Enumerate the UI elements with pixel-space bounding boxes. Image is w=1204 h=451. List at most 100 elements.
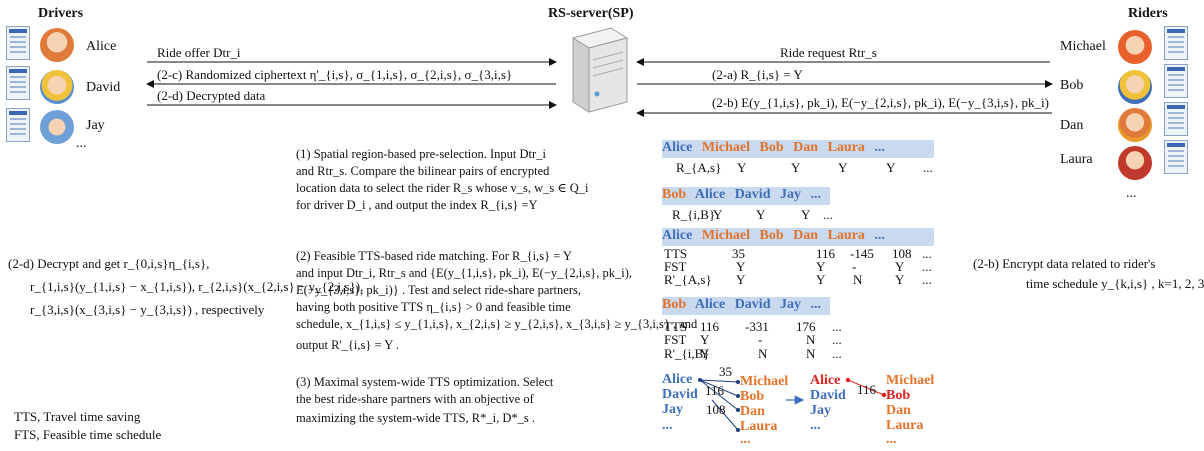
table4-fts-label: FST bbox=[664, 332, 687, 347]
table1-header: Alice Michael Bob Dan Laura ... bbox=[662, 140, 934, 158]
table1-header-cell: ... bbox=[874, 140, 885, 155]
step2-line2: and input Dtr_i, Rtr_s and {E(y_{1,i,s},… bbox=[296, 266, 632, 280]
table3-tts-cell: 108 bbox=[892, 246, 912, 261]
match-left-driver: ... bbox=[662, 418, 673, 433]
table3-r-cell: N bbox=[853, 272, 863, 287]
table4-r-cell: Y bbox=[700, 346, 710, 361]
table1-cell: Y bbox=[737, 160, 747, 175]
rider-avatar-icon bbox=[1118, 70, 1152, 104]
table3-tts-cell: -145 bbox=[850, 246, 874, 261]
table3-header-cell: Michael bbox=[701, 228, 751, 243]
match-edge-alice-bob bbox=[699, 379, 739, 397]
table3-header-cell: Alice bbox=[662, 228, 693, 243]
driver-avatar-icon bbox=[40, 110, 74, 144]
table2-header-cell: Jay bbox=[779, 187, 801, 202]
step1-line2: and Rtr_s. Compare the bilinear pairs of… bbox=[296, 164, 550, 178]
table3-r-cell: Y bbox=[895, 272, 905, 287]
table3-fts-cell: ... bbox=[922, 259, 932, 274]
table1-header-cell: Michael bbox=[701, 140, 751, 155]
table3-tts-cell: 116 bbox=[816, 246, 836, 261]
step1-line3: location data to select the rider R_s wh… bbox=[296, 181, 589, 195]
rider-name-laura: Laura bbox=[1060, 152, 1093, 167]
phone-screen-icon bbox=[6, 26, 30, 60]
step2-line3: E(−y_{3,i,s}, pk_i)} . Test and select r… bbox=[296, 283, 581, 297]
drivers-more: ... bbox=[76, 136, 87, 151]
rider-avatar-icon bbox=[1118, 146, 1152, 180]
table1-header-cell: Dan bbox=[793, 140, 819, 155]
table4-r-cell: N bbox=[806, 346, 816, 361]
match-right-driver: Jay bbox=[810, 403, 831, 418]
table4-tts-cell: 176 bbox=[796, 319, 816, 334]
table1-cell: ... bbox=[923, 160, 933, 175]
table3-header-cell: Bob bbox=[759, 228, 784, 243]
driver-name-alice: Alice bbox=[86, 39, 117, 54]
match-weight: 35 bbox=[719, 364, 732, 379]
step2-line4: having both positive TTS η_{i,s} > 0 and… bbox=[296, 300, 571, 314]
rider-name-bob: Bob bbox=[1060, 78, 1084, 93]
table4-tts-cell: ... bbox=[832, 319, 842, 334]
match-weight: 108 bbox=[706, 402, 726, 417]
table3-fts-cell: - bbox=[852, 259, 857, 274]
table3-r-cell: Y bbox=[736, 272, 746, 287]
table3-fts-label: FST bbox=[664, 259, 687, 274]
ride-request-label: Ride request Rtr_s bbox=[780, 45, 877, 60]
table1-cell: Y bbox=[838, 160, 848, 175]
table4-tts-cell: -331 bbox=[745, 319, 769, 334]
table3-tts-cell: 35 bbox=[732, 246, 745, 261]
ride-offer-label: Ride offer Dtr_i bbox=[157, 45, 241, 60]
table2-header: Bob Alice David Jay ... bbox=[662, 187, 830, 205]
table3-header: Alice Michael Bob Dan Laura ... bbox=[662, 228, 934, 246]
rider-name-dan: Dan bbox=[1060, 118, 1084, 133]
match-weight: 116 bbox=[705, 383, 725, 398]
match-left-rider: Michael bbox=[740, 374, 789, 389]
table3-fts-cell: Y bbox=[816, 259, 826, 274]
step-2a-label: (2-a) R_{i,s} = Y bbox=[712, 67, 803, 82]
driver-avatar-icon bbox=[40, 28, 74, 62]
table1-row-label: R_{A,s} bbox=[676, 160, 722, 175]
step-2b-label: (2-b) E(y_{1,i,s}, pk_i), E(−y_{2,i,s}, … bbox=[712, 95, 1049, 110]
match-edge-alice-michael bbox=[699, 379, 739, 383]
table1-cell: Y bbox=[791, 160, 801, 175]
match-left-rider: Bob bbox=[740, 389, 765, 404]
table4-r-label: R'_{i,B} bbox=[664, 346, 710, 361]
table2-cell: Y bbox=[801, 207, 811, 222]
phone-screen-icon bbox=[1164, 102, 1188, 136]
match-left-driver: Alice bbox=[662, 372, 693, 387]
step1-line1: (1) Spatial region-based pre-selection. … bbox=[296, 147, 546, 161]
table3-r-cell: Y bbox=[816, 272, 826, 287]
table3-r-cell: ... bbox=[922, 272, 932, 287]
table1-header-cell: Alice bbox=[662, 140, 693, 155]
step3-line2: the best ride-share partners with an obj… bbox=[296, 392, 534, 406]
driver-avatar-icon bbox=[40, 70, 74, 104]
match-edge-selected bbox=[847, 379, 885, 396]
table4-header: Bob Alice David Jay ... bbox=[662, 297, 830, 315]
table4-tts-cell: 116 bbox=[700, 319, 720, 334]
rider-avatar-icon bbox=[1118, 30, 1152, 64]
match-right-rider: ... bbox=[886, 432, 897, 447]
match-right-weight: 116 bbox=[857, 382, 877, 397]
rider-name-michael: Michael bbox=[1060, 39, 1106, 54]
phone-screen-icon bbox=[1164, 64, 1188, 98]
decrypt-note-line1: (2-d) Decrypt and get r_{0,i,s}η_{i,s}, bbox=[8, 256, 210, 271]
match-right-driver: ... bbox=[810, 418, 821, 433]
match-right-rider: Michael bbox=[886, 373, 935, 388]
driver-name-david: David bbox=[86, 80, 121, 95]
server-icon bbox=[563, 24, 631, 116]
step2-line1: (2) Feasible TTS-based ride matching. Fo… bbox=[296, 249, 572, 263]
table4-tts-label: TTS bbox=[664, 319, 688, 334]
drivers-header: Drivers bbox=[38, 6, 84, 21]
riders-header: Riders bbox=[1128, 6, 1168, 21]
match-right-driver: David bbox=[810, 388, 846, 403]
phone-screen-icon bbox=[1164, 26, 1188, 60]
table4-r-cell: ... bbox=[832, 346, 842, 361]
table1-header-cell: Bob bbox=[759, 140, 784, 155]
table2-cell: Y bbox=[756, 207, 766, 222]
step2-line5: schedule, x_{1,i,s} ≤ y_{1,i,s}, x_{2,i,… bbox=[296, 317, 698, 331]
step1-line4: for driver D_i , and output the index R_… bbox=[296, 198, 538, 212]
randomized-label: (2-c) Randomized ciphertext η'_{i,s}, σ_… bbox=[157, 67, 513, 82]
table4-header-cell: Bob bbox=[662, 297, 687, 312]
match-left-driver: Jay bbox=[662, 402, 683, 417]
match-right-driver-selected: Alice bbox=[810, 373, 841, 388]
